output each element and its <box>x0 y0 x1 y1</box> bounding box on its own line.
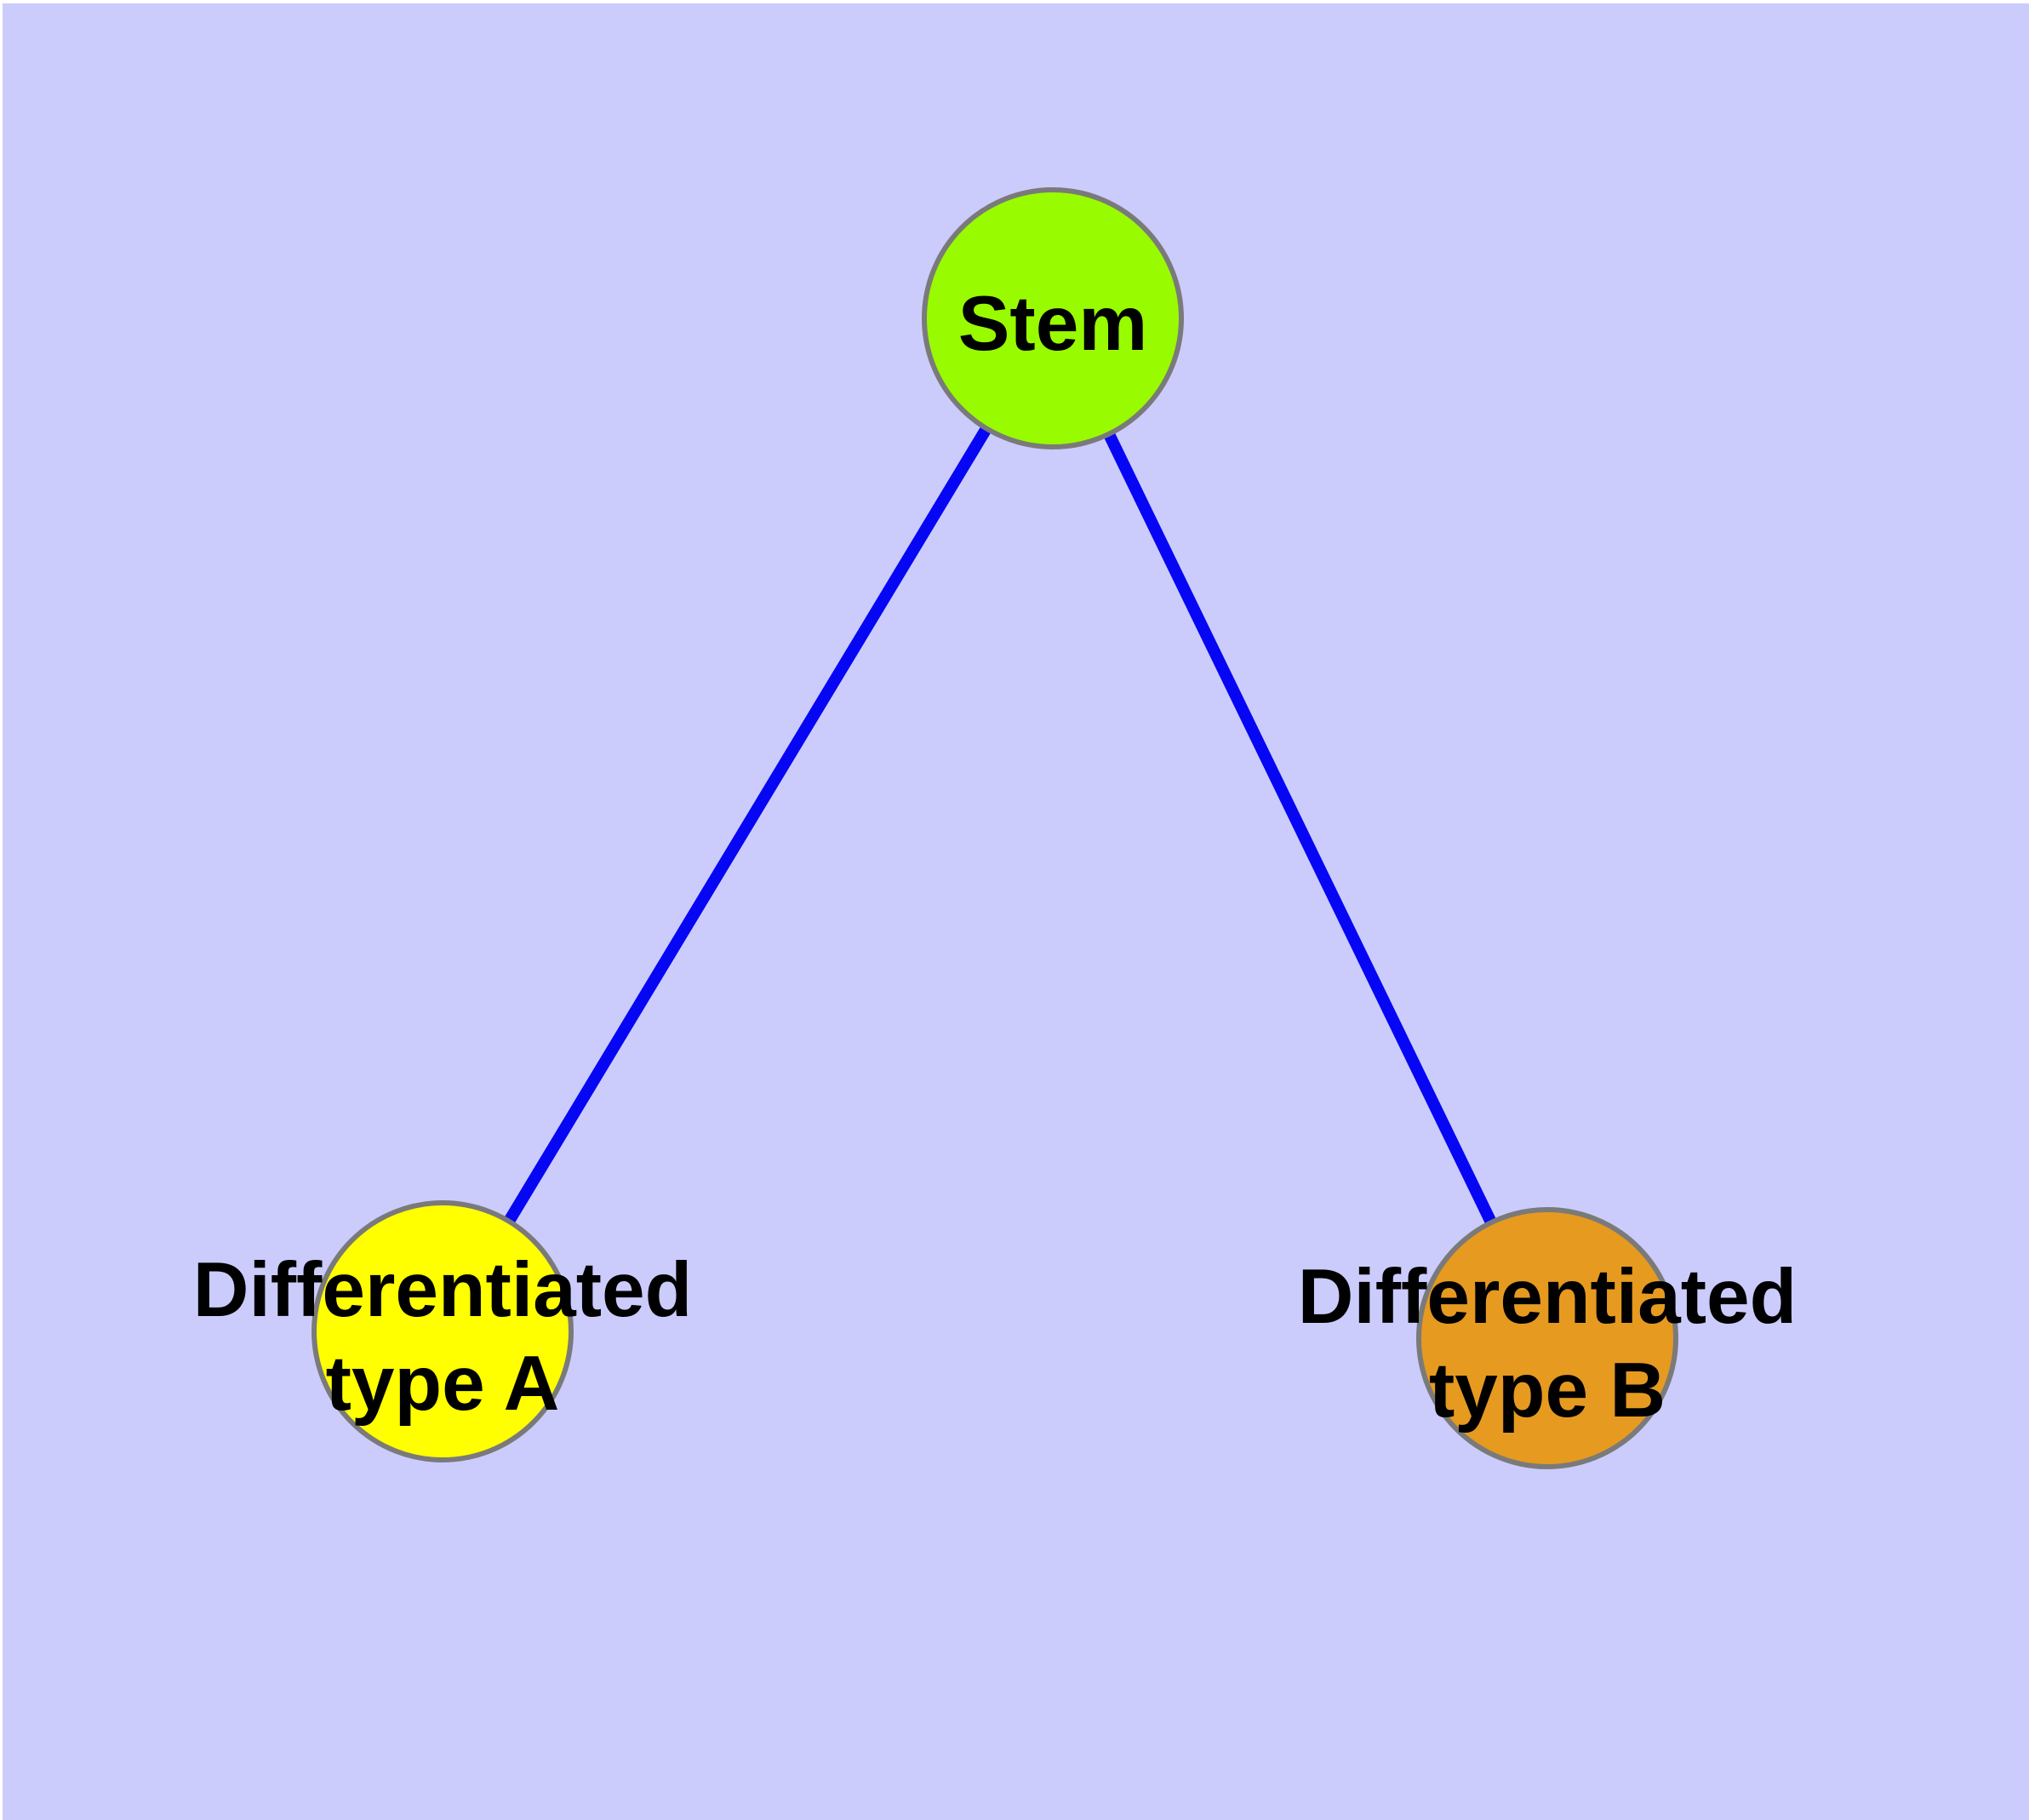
edges-layer <box>437 315 1553 1342</box>
edge-stem-differentiated-type-b <box>1047 315 1553 1342</box>
node-label-line: type A <box>326 1341 560 1427</box>
node-stem <box>922 187 1184 449</box>
node-label-line: type B <box>1429 1348 1666 1434</box>
node-label-line: Differentiated <box>193 1247 693 1333</box>
node-label-stem: Stem <box>958 281 1148 367</box>
node-label-line: Stem <box>958 281 1148 367</box>
edge-stem-differentiated-type-a <box>437 315 1058 1335</box>
node-differentiated-type-b <box>1416 1207 1678 1469</box>
node-label-line: Differentiated <box>1298 1254 1798 1340</box>
node-differentiated-type-a <box>311 1200 574 1462</box>
